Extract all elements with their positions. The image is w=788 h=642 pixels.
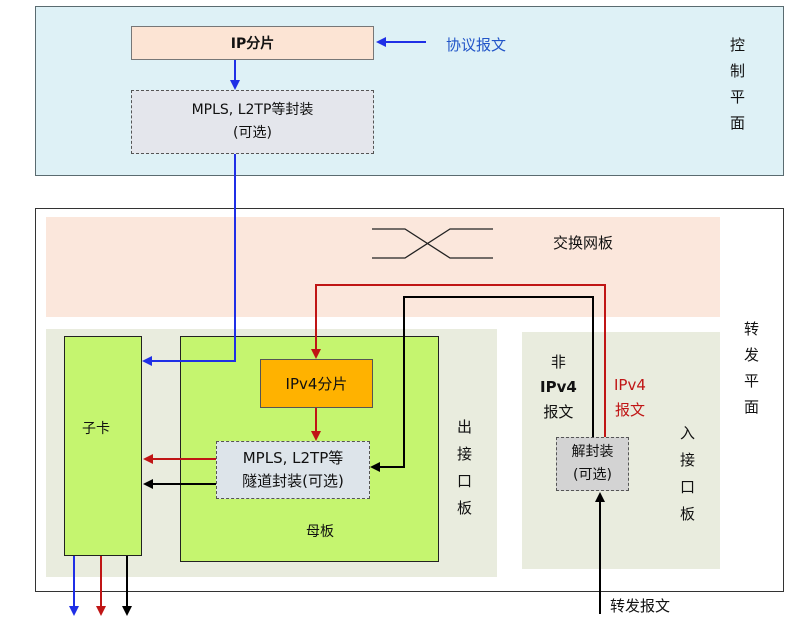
ip-fragment-box: IP分片: [131, 26, 374, 60]
ipv4-fragment-box: IPv4分片: [260, 359, 373, 408]
ipv4-packet-label: IPv4 报文: [614, 373, 646, 423]
decap-box: 解封装 (可选): [556, 437, 629, 491]
ipv4-fragment-label: IPv4分片: [285, 375, 348, 393]
switch-fabric-icon: [372, 228, 493, 259]
non-ipv4-path-arrow: [370, 296, 594, 472]
switch-board-label: 交换网板: [553, 234, 614, 252]
control-plane-char: 面: [730, 114, 746, 132]
egress-board-char: 板: [457, 499, 473, 517]
control-plane-char: 控: [730, 36, 746, 54]
egress-board-label: 出 接 口 板: [457, 414, 472, 522]
egress-board-char: 接: [457, 445, 473, 463]
egress-board-char: 出: [457, 418, 473, 436]
ingress-board-label: 入 接 口 板: [680, 420, 695, 528]
ingress-board-char: 板: [680, 505, 696, 523]
decap-line1: 解封装: [571, 444, 614, 460]
forward-packet-label: 转发报文: [610, 597, 671, 615]
non-ipv4-packet-label: 非 IPv4 报文: [540, 350, 577, 425]
forwarding-plane-char: 面: [744, 398, 760, 416]
tunnel-encap-line2: 隧道封装(可选): [242, 472, 344, 490]
subcard-label: 子卡: [82, 421, 110, 437]
forwarding-plane-char: 发: [744, 346, 760, 364]
tunnel-encap-line1: MPLS, L2TP等: [242, 449, 344, 467]
motherboard-label: 母板: [306, 524, 334, 540]
control-plane-char: 平: [730, 88, 746, 106]
forwarding-plane-label: 转 发 平 面: [744, 316, 759, 420]
subcard-box: [64, 336, 142, 556]
forwarding-plane-char: 平: [744, 372, 760, 390]
ipv4-packet-char: 报文: [614, 401, 645, 419]
non-ipv4-char: 报文: [543, 403, 574, 421]
ipv4-path-arrow: [311, 284, 606, 437]
protocol-packet-label: 协议报文: [446, 36, 507, 54]
switch-board-panel: [46, 217, 720, 317]
control-plane-label: 控 制 平 面: [730, 32, 745, 136]
egress-board-char: 口: [457, 472, 473, 490]
forwarding-plane-char: 转: [744, 320, 760, 338]
ipv4-packet-char: IPv4: [614, 376, 646, 394]
control-plane-char: 制: [730, 62, 746, 80]
ingress-board-char: 口: [680, 478, 696, 496]
non-ipv4-char: 非: [550, 353, 566, 371]
ingress-board-char: 入: [680, 424, 696, 442]
ip-fragment-label: IP分片: [230, 36, 275, 52]
control-to-subcard-arrow: [142, 154, 236, 366]
control-encap-line2: (可选): [233, 125, 272, 141]
non-ipv4-char: IPv4: [540, 378, 577, 396]
decap-line2: (可选): [573, 467, 612, 483]
tunnel-encap-box: MPLS, L2TP等 隧道封装(可选): [216, 441, 370, 499]
ingress-board-char: 接: [680, 451, 696, 469]
control-encap-line1: MPLS, L2TP等封装: [191, 102, 314, 118]
control-encap-box: MPLS, L2TP等封装 (可选): [131, 90, 374, 154]
